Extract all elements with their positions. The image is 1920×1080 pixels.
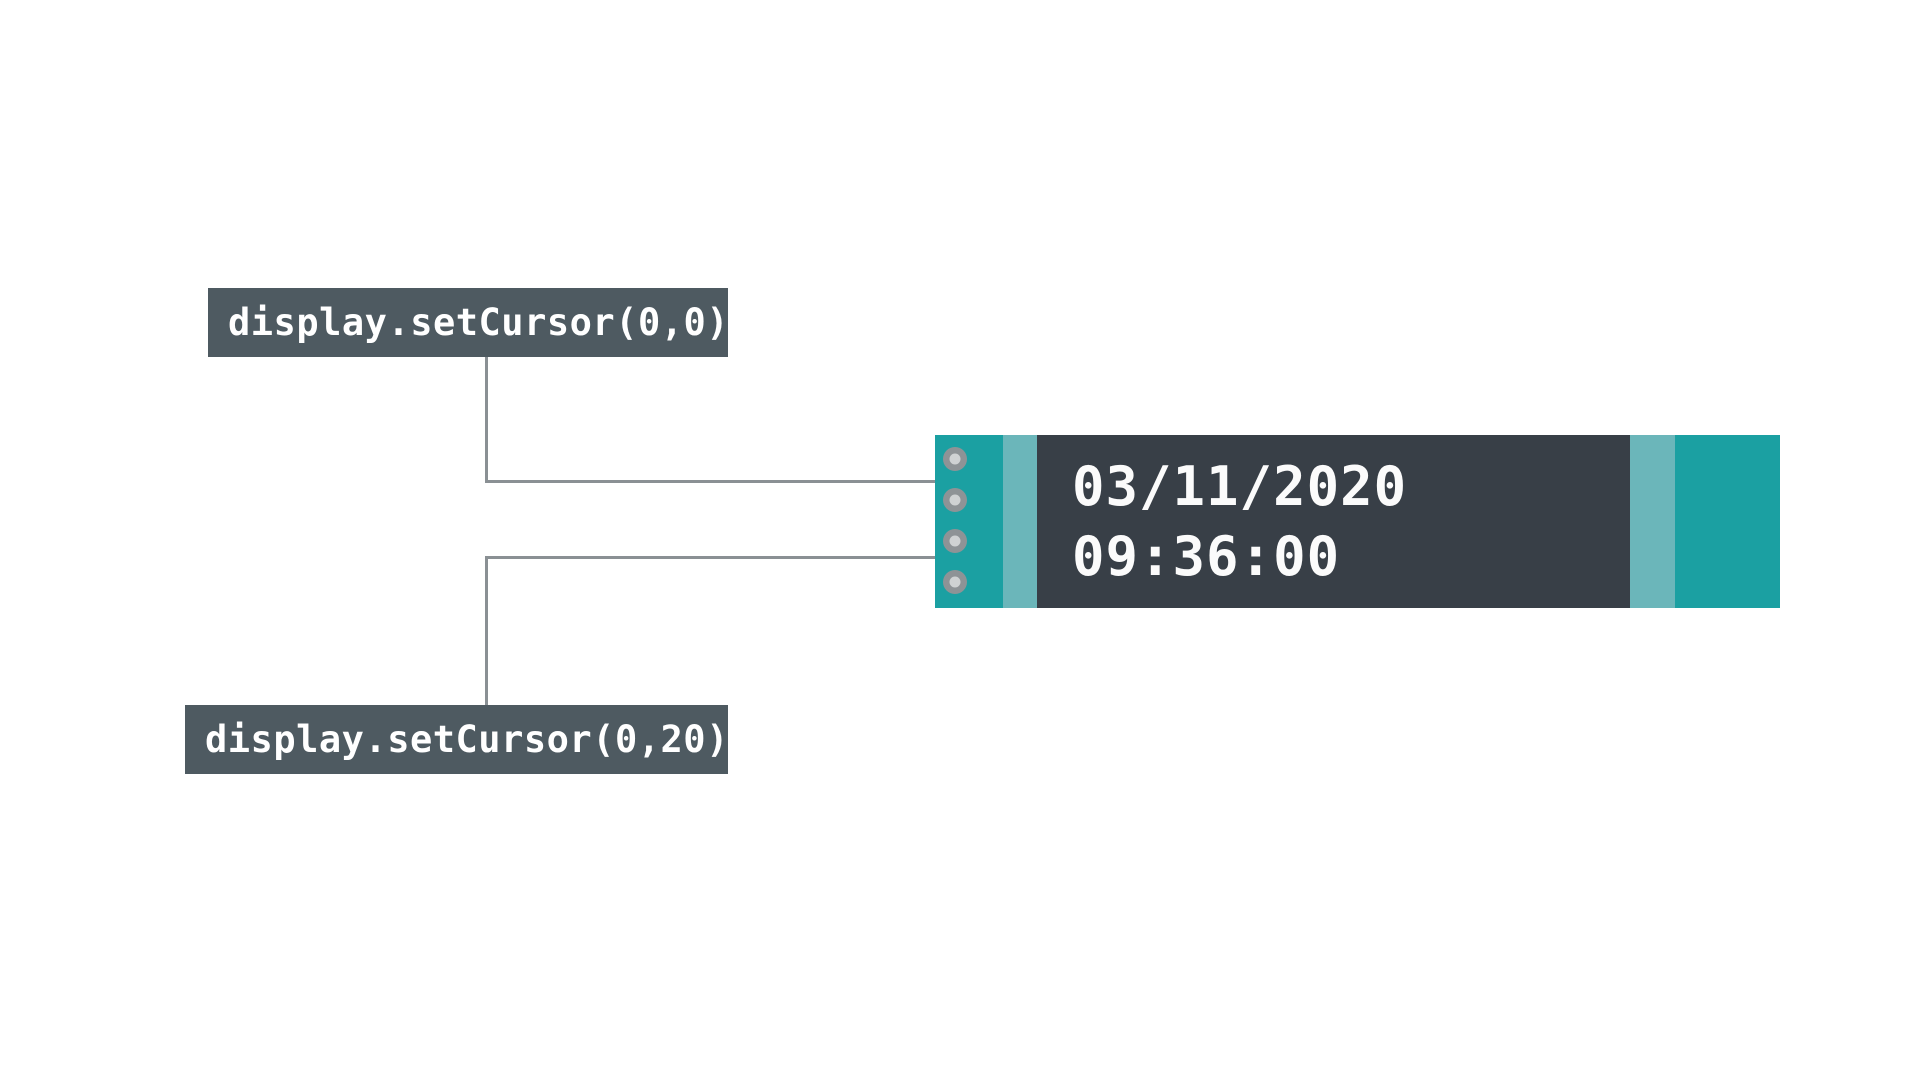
leader-line-2-vertical xyxy=(485,556,488,705)
callout-setcursor-0-0: display.setCursor(0,0) xyxy=(208,288,729,357)
bezel-right xyxy=(1630,435,1675,608)
pcb-right-edge xyxy=(1675,435,1780,608)
display-text-line-1: 03/11/2020 xyxy=(1072,455,1408,518)
mounting-hole-icon xyxy=(943,488,967,512)
mounting-hole-icon xyxy=(943,529,967,553)
leader-line-2-horizontal xyxy=(485,556,1005,559)
callout-setcursor-0-20: display.setCursor(0,20) xyxy=(185,705,728,774)
display-text-line-2: 09:36:00 xyxy=(1072,525,1341,588)
leader-line-1-horizontal xyxy=(485,480,1005,483)
leader-line-1-vertical xyxy=(485,357,488,482)
mounting-hole-icon xyxy=(943,447,967,471)
bezel-left xyxy=(1003,435,1037,608)
mounting-hole-icon xyxy=(943,570,967,594)
display-screen: 03/11/2020 09:36:00 xyxy=(1037,435,1630,608)
oled-display-module: 03/11/2020 09:36:00 xyxy=(935,435,1780,608)
